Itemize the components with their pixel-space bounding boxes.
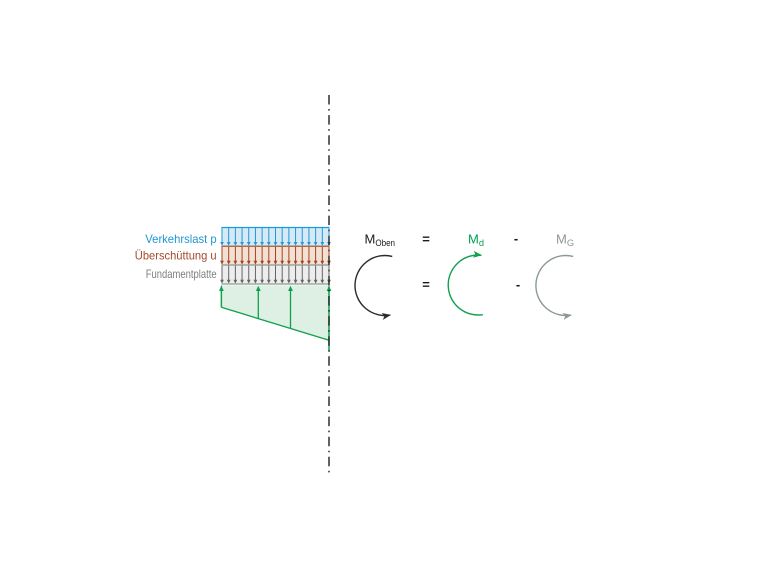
label-fundamentplatte: Fundamentplatte	[146, 268, 217, 281]
moment-equation-text: MOben = Md - MG	[365, 231, 575, 248]
down-arrow	[220, 265, 224, 284]
moment-arc-d	[447, 250, 483, 316]
down-arrow	[226, 246, 231, 265]
down-arrow	[266, 265, 271, 284]
surcharge-load-band	[220, 245, 331, 265]
down-arrow	[240, 228, 244, 246]
traffic-load-band	[220, 226, 331, 247]
down-arrow	[293, 265, 298, 284]
label-ueberschuettung: Überschüttung u	[135, 250, 217, 263]
down-arrow	[220, 228, 224, 246]
down-arrow	[307, 246, 311, 265]
down-arrow	[280, 265, 285, 284]
down-arrow	[253, 265, 258, 284]
down-arrow	[286, 265, 291, 284]
down-arrow	[273, 228, 278, 246]
down-arrow	[253, 228, 258, 246]
traffic-load-arrows	[220, 228, 331, 246]
down-arrow	[260, 228, 265, 246]
m-oben-label: MOben	[365, 232, 396, 249]
up-arrow	[219, 285, 224, 308]
moment-arc-g	[535, 254, 574, 320]
foundation-plate-load-arrows	[220, 265, 331, 284]
down-arrow	[286, 246, 291, 265]
up-arrow	[255, 285, 261, 319]
down-arrow	[246, 265, 251, 284]
moment-arc-oben	[354, 254, 393, 320]
down-arrow	[300, 265, 305, 284]
down-arrow	[300, 228, 305, 246]
down-arrow	[246, 228, 251, 246]
down-arrow	[273, 265, 278, 284]
minus-sign-text-row: -	[514, 231, 518, 246]
surcharge-load-arrows	[220, 246, 331, 265]
down-arrow	[320, 228, 325, 246]
moment-equation-arcs: = -	[354, 250, 574, 320]
up-arrow	[288, 285, 293, 329]
down-arrow	[307, 265, 311, 284]
down-arrow	[313, 228, 318, 246]
equals-sign-arc-row: =	[422, 277, 430, 292]
label-verkehrslast: Verkehrslast p	[145, 233, 217, 246]
foundation-plate-load-band	[220, 264, 331, 284]
down-arrow	[240, 265, 244, 284]
soil-reaction-fill	[221, 285, 330, 341]
down-arrow	[233, 265, 238, 284]
down-arrow	[280, 228, 285, 246]
down-arrow	[266, 228, 271, 246]
down-arrow	[253, 246, 258, 265]
down-arrow	[280, 246, 285, 265]
down-arrow	[240, 246, 244, 265]
down-arrow	[307, 228, 311, 246]
m-d-label: Md	[468, 232, 484, 249]
down-arrow	[286, 228, 291, 246]
down-arrow	[226, 228, 231, 246]
down-arrow	[233, 228, 238, 246]
down-arrow	[293, 246, 298, 265]
m-g-label: MG	[556, 232, 574, 249]
down-arrow	[260, 246, 265, 265]
down-arrow	[300, 246, 305, 265]
down-arrow	[220, 246, 224, 265]
equals-sign-text-row: =	[422, 231, 430, 246]
down-arrow	[273, 246, 278, 265]
down-arrow	[260, 265, 265, 284]
down-arrow	[246, 246, 251, 265]
down-arrow	[293, 228, 298, 246]
down-arrow	[266, 246, 271, 265]
down-arrow	[226, 265, 231, 284]
down-arrow	[313, 265, 318, 284]
down-arrow	[320, 265, 325, 284]
down-arrow	[233, 246, 238, 265]
down-arrow	[320, 246, 325, 265]
minus-sign-arc-row: -	[516, 277, 520, 292]
down-arrow	[313, 246, 318, 265]
